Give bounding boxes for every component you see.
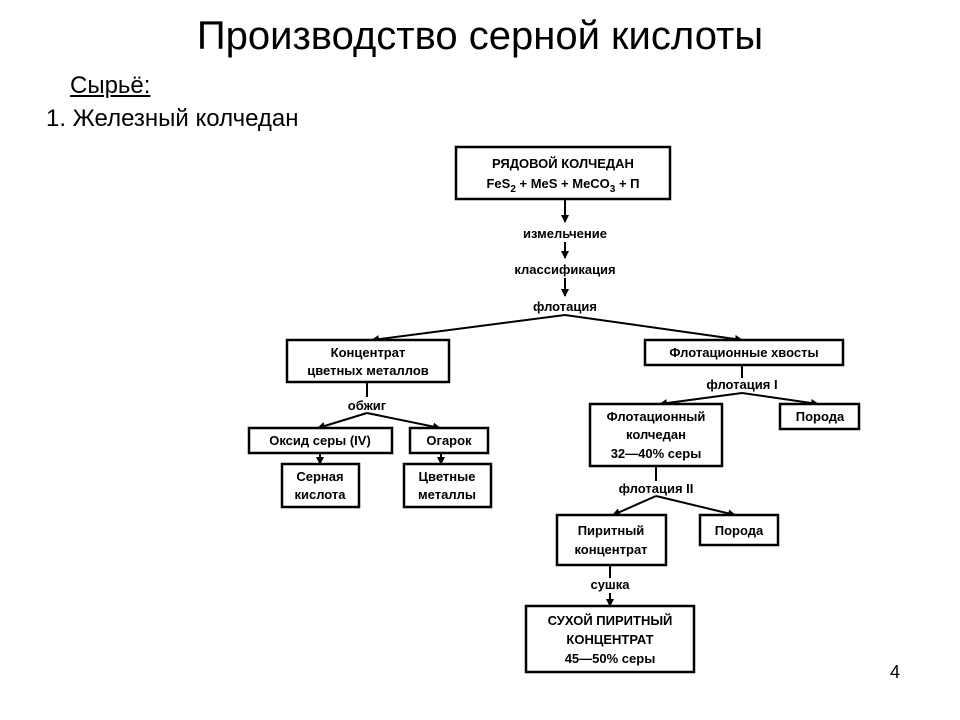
tailings-label: Флотационные хвосты [669, 345, 818, 360]
raw-material-item: 1. Железный колчедан [46, 105, 299, 132]
arrow-roasting-to-oxide [317, 412, 368, 430]
metals-line2: металлы [418, 487, 476, 502]
arrow-flotation1-to-pyrite [659, 392, 743, 408]
node-sulfur-oxide: Оксид серы (IV) [247, 426, 394, 455]
dry-pyrite-line2: КОНЦЕНТРАТ [566, 632, 653, 647]
step-flotation-2: флотация II [619, 481, 694, 496]
step-grinding: измельчение [523, 226, 607, 241]
node-concentrate: Концентрат цветных металлов [285, 338, 451, 384]
sulfur-oxide-label: Оксид серы (IV) [269, 433, 371, 448]
arrow-flotation-to-concentrate [371, 314, 566, 344]
arrow-flotation-to-tailings [564, 314, 743, 343]
step-drying: сушка [590, 577, 630, 592]
rock-1-label: Порода [796, 409, 845, 424]
node-rock-2: Порода [698, 513, 780, 547]
node-nonferrous-metals: Цветные металлы [402, 462, 493, 509]
metals-line1: Цветные [419, 469, 476, 484]
step-roasting: обжиг [348, 398, 387, 413]
cinder-label: Огарок [426, 433, 472, 448]
raw-ore-label: РЯДОВОЙ КОЛЧЕДАН [492, 156, 634, 171]
arrow-flotation1-to-rock [741, 392, 819, 407]
flotation-pyrite-line3: 32—40% серы [611, 446, 702, 461]
concentrate-line1: Концентрат [331, 345, 406, 360]
pyrite-concentrate-line2: концентрат [574, 542, 647, 557]
node-rock-1: Порода [778, 402, 861, 431]
sulfuric-acid-line1: Серная [296, 469, 343, 484]
node-sulfuric-acid: Серная кислота [280, 462, 361, 509]
slide-title: Производство серной кислоты [196, 14, 764, 58]
raw-ore-formula: FeS2 + MeS + MeCO3 + П [486, 176, 639, 195]
step-flotation: флотация [533, 299, 597, 314]
step-flotation-1: флотация I [706, 377, 777, 392]
arrow-flotation2-to-rock [655, 495, 736, 518]
dry-pyrite-line3: 45—50% серы [565, 651, 656, 666]
node-tailings: Флотационные хвосты [643, 338, 845, 367]
dry-pyrite-line1: СУХОЙ ПИРИТНЫЙ [548, 613, 673, 628]
step-classification: классификация [514, 262, 615, 277]
arrow-roasting-to-cinder [366, 412, 441, 431]
node-dry-pyrite: СУХОЙ ПИРИТНЫЙ КОНЦЕНТРАТ 45—50% серы [524, 604, 696, 674]
flowchart-connectors [316, 199, 819, 607]
arrow-flotation2-to-concentrate [612, 495, 657, 516]
page-number: 4 [890, 662, 901, 682]
flotation-pyrite-line2: колчедан [626, 427, 686, 442]
sulfuric-acid-line2: кислота [294, 487, 346, 502]
node-raw-ore: РЯДОВОЙ КОЛЧЕДАН FeS2 + MeS + MeCO3 + П [454, 145, 672, 201]
flotation-pyrite-line1: Флотационный [607, 409, 706, 424]
node-pyrite-concentrate: Пиритный концентрат [555, 513, 668, 567]
node-flotation-pyrite: Флотационный колчедан 32—40% серы [588, 402, 724, 468]
slide-subtitle: Сырьё: [70, 72, 151, 99]
rock-2-label: Порода [715, 523, 764, 538]
concentrate-line2: цветных металлов [307, 363, 429, 378]
node-cinder: Огарок [408, 426, 490, 455]
pyrite-concentrate-line1: Пиритный [578, 523, 645, 538]
